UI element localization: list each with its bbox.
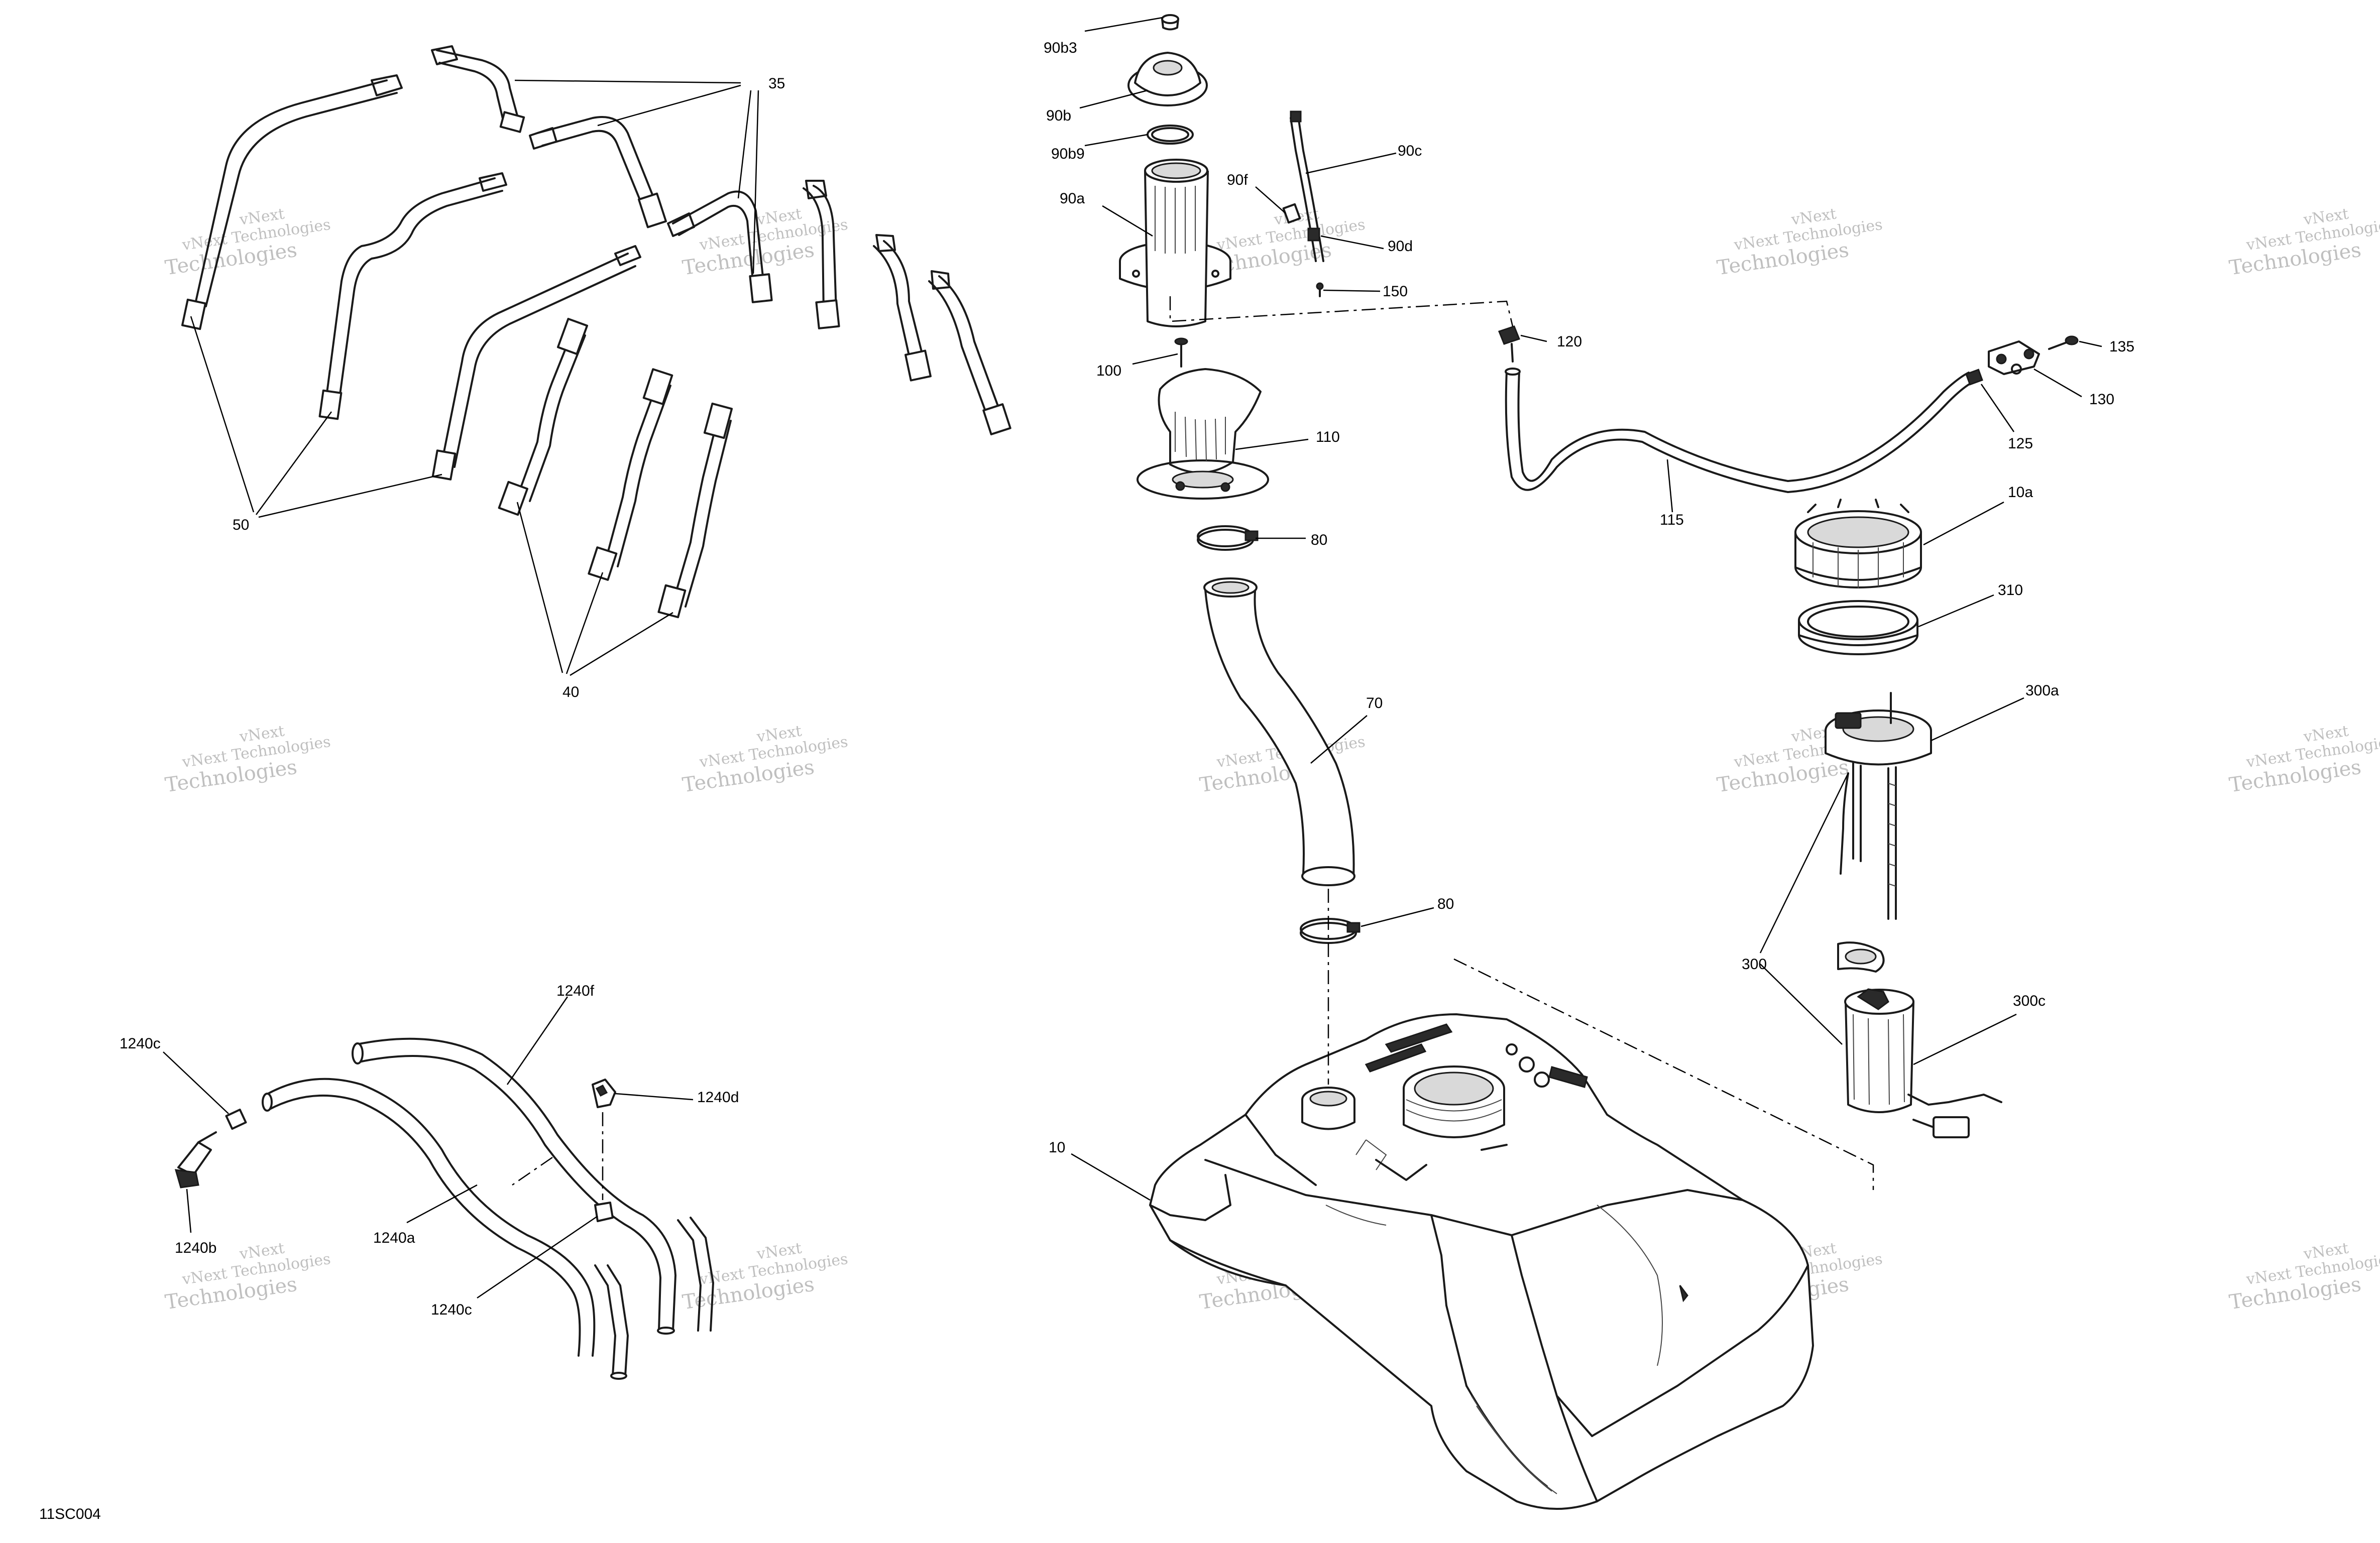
strap-40[interactable]: [588, 368, 673, 581]
watermark: vNext vNext Technologies Technologies: [2228, 1239, 2380, 1314]
watermark: vNext vNext Technologies Technologies: [681, 1239, 849, 1314]
hose-1240a[interactable]: [262, 1078, 629, 1380]
watermark: vNext vNext Technologies Technologies: [164, 205, 332, 280]
callout-1240a: 1240a: [373, 1230, 415, 1246]
screw-150[interactable]: [1316, 282, 1324, 297]
callout-120: 120: [1557, 333, 1582, 350]
strap-35[interactable]: [529, 116, 667, 228]
fuel-tank-10[interactable]: [1149, 1013, 1814, 1510]
filler-neck-assembly: [1119, 14, 1361, 944]
fuel-pump-assembly: [1794, 499, 2002, 1138]
callout-80-lower: 80: [1437, 896, 1454, 912]
watermark: vNext vNext Technologies Technologies: [2228, 722, 2380, 797]
callout-110: 110: [1316, 429, 1340, 445]
callout-1240d: 1240d: [697, 1089, 739, 1106]
callout-1240f: 1240f: [556, 983, 595, 999]
connector-1240c-upper[interactable]: [225, 1108, 247, 1130]
figure-code: 11SC004: [39, 1506, 101, 1522]
connector-1240c-lower[interactable]: [594, 1202, 614, 1222]
callout-90b9: 90b9: [1051, 146, 1085, 162]
callout-1240c-upper: 1240c: [120, 1035, 161, 1052]
watermark: vNext vNext Technologies Technologies: [164, 722, 332, 797]
callout-50: 50: [233, 517, 249, 533]
callout-100: 100: [1096, 363, 1121, 379]
callout-1240b: 1240b: [175, 1240, 216, 1256]
callout-1240c-lower: 1240c: [431, 1301, 472, 1318]
hose-1240f[interactable]: [352, 1037, 714, 1335]
fitting-90d[interactable]: [1307, 227, 1320, 242]
pump-body-300c[interactable]: [1844, 988, 2002, 1138]
pump-cup[interactable]: [1837, 941, 1885, 973]
callout-10: 10: [1049, 1139, 1065, 1156]
cap-90b[interactable]: [1127, 52, 1208, 106]
vent-line-90c[interactable]: [1290, 110, 1324, 262]
screw-135[interactable]: [2048, 335, 2079, 350]
funnel-110[interactable]: [1137, 368, 1269, 500]
callouts: 35 50 40 90b3 90b 90b9 90c 90f 90a 90d 1…: [39, 17, 2134, 1522]
callout-115: 115: [1660, 512, 1684, 528]
callout-90f: 90f: [1227, 172, 1248, 188]
assembly-dashed-lines: [512, 296, 1874, 1200]
plug-90b3[interactable]: [1161, 14, 1179, 31]
o-ring-90b9[interactable]: [1147, 125, 1194, 145]
callout-90b: 90b: [1046, 107, 1071, 124]
lock-ring-10a[interactable]: [1794, 499, 1922, 588]
callout-300a: 300a: [2025, 682, 2059, 699]
watermark: vNext vNext Technologies Technologies: [681, 722, 849, 797]
callout-125: 125: [2008, 435, 2033, 452]
callout-70: 70: [1366, 695, 1383, 711]
strap-35[interactable]: [928, 270, 1011, 435]
fitting-90f[interactable]: [1282, 203, 1301, 224]
filler-hose-70[interactable]: [1203, 577, 1355, 886]
callout-90c: 90c: [1398, 143, 1422, 159]
clamp-80-upper[interactable]: [1197, 525, 1259, 551]
strap-35[interactable]: [873, 234, 932, 382]
fitting-120[interactable]: [1498, 325, 1520, 363]
callout-150: 150: [1383, 283, 1408, 300]
callout-90a: 90a: [1060, 190, 1085, 207]
strap-40[interactable]: [657, 402, 733, 619]
callout-310: 310: [1998, 582, 2023, 599]
callout-90d: 90d: [1388, 238, 1413, 255]
watermark: vNext vNext Technologies Technologies: [681, 205, 849, 280]
seal-ring-310[interactable]: [1798, 600, 1918, 655]
strap-50[interactable]: [318, 172, 507, 420]
callout-130: 130: [2089, 391, 2114, 408]
elbow-1240d[interactable]: [592, 1079, 616, 1108]
strap-40[interactable]: [498, 317, 589, 516]
strap-50[interactable]: [181, 74, 403, 330]
elbow-1240b[interactable]: [174, 1131, 217, 1189]
callout-90b3: 90b3: [1044, 40, 1077, 56]
callout-10a: 10a: [2008, 484, 2033, 501]
strap-35[interactable]: [431, 45, 525, 133]
fitting-125[interactable]: [1965, 369, 1983, 386]
vent-hose-115[interactable]: [1505, 368, 1975, 493]
callout-80-upper: 80: [1311, 532, 1327, 548]
callout-300: 300: [1742, 956, 1767, 973]
strap-50[interactable]: [431, 245, 641, 481]
callout-135: 135: [2109, 338, 2134, 355]
valve-130[interactable]: [1988, 340, 2040, 375]
screw-100[interactable]: [1174, 337, 1188, 368]
filler-tube-90a[interactable]: [1119, 159, 1231, 327]
vent-hose-assembly: [1498, 325, 2079, 493]
callout-300c: 300c: [2013, 993, 2046, 1009]
tank-straps-group: [181, 45, 1011, 619]
watermark: vNext vNext Technologies Technologies: [1716, 205, 1884, 280]
callout-40: 40: [562, 684, 579, 700]
strap-35[interactable]: [803, 180, 840, 329]
clamp-80-lower[interactable]: [1300, 918, 1361, 944]
callout-35: 35: [768, 75, 785, 92]
pump-head-300a[interactable]: [1825, 692, 1932, 920]
vent-lines-1240: [174, 1037, 714, 1380]
watermark: vNext vNext Technologies Technologies: [2228, 205, 2380, 280]
